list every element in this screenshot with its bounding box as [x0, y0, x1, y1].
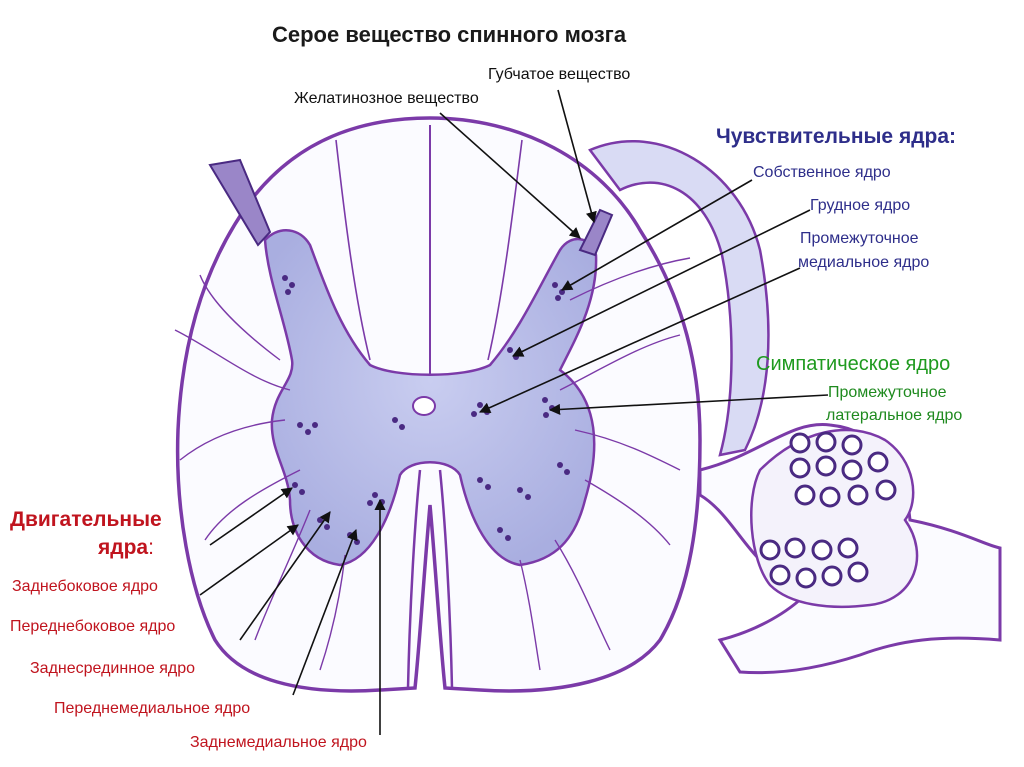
- label-anteromedial-nucleus: Переднемедиальное ядро: [54, 700, 251, 717]
- sensory-nuclei-heading: Чувствительные ядра:: [716, 125, 957, 148]
- arrow-anteromedial: [292, 528, 358, 696]
- arrow-anterolateral: [199, 524, 299, 596]
- arrow-posterolateral: [209, 487, 293, 546]
- label-intermediolateral-line1: Промежуточное: [828, 384, 947, 401]
- arrow-thoracic-nucleus: [511, 209, 811, 357]
- label-posterolateral-nucleus: Заднебоковое ядро: [12, 578, 158, 595]
- central-canal: [412, 396, 436, 416]
- label-posteromedial-nucleus: Заднемедиальное ядро: [190, 734, 367, 751]
- arrow-proper-nucleus: [561, 179, 753, 291]
- anterior-median-fissure: [406, 469, 454, 689]
- arrow-intermediolateral: [548, 394, 829, 416]
- label-gelatinous-substance: Желатинозное вещество: [294, 90, 479, 107]
- neuron-clusters: [282, 275, 570, 545]
- diagram-title: Серое вещество спинного мозга: [272, 22, 627, 47]
- arrow-intermediomedial: [478, 267, 801, 413]
- motor-heading-word: ядра: [98, 536, 149, 559]
- arrow-retroposterior: [239, 511, 331, 641]
- motor-heading-colon: :: [148, 536, 154, 559]
- label-spongy-substance: Губчатое вещество: [488, 66, 631, 83]
- label-intermediomedial-line1: Промежуточное: [800, 230, 919, 247]
- posterior-funiculus-septa: [335, 139, 523, 361]
- label-anterolateral-nucleus: Переднебоковое ядро: [10, 618, 176, 635]
- dorsal-horn-left-tip: [208, 158, 272, 247]
- ganglion-cells: [759, 431, 897, 589]
- label-thoracic-nucleus: Грудное ядро: [810, 197, 911, 214]
- label-intermediolateral-line2: латеральное ядро: [826, 407, 963, 424]
- arrow-gelatinous: [439, 112, 581, 239]
- motor-nuclei-heading-line1: Двигательные: [10, 508, 162, 531]
- label-proper-nucleus: Собственное ядро: [753, 164, 891, 181]
- arrow-spongy: [557, 89, 597, 224]
- label-arrows: [199, 89, 829, 735]
- sympathetic-nucleus-heading: Симпатическое ядро: [756, 353, 951, 375]
- label-retroposterior-nucleus: Заднесрединное ядро: [30, 660, 196, 677]
- dorsal-root-entry: [588, 139, 770, 457]
- nerve-fibers: [174, 257, 691, 671]
- label-intermediomedial-line2: медиальное ядро: [798, 254, 930, 271]
- motor-nuclei-heading-line2: ядра:: [98, 536, 154, 560]
- dorsal-horn-right-tip: [578, 208, 614, 257]
